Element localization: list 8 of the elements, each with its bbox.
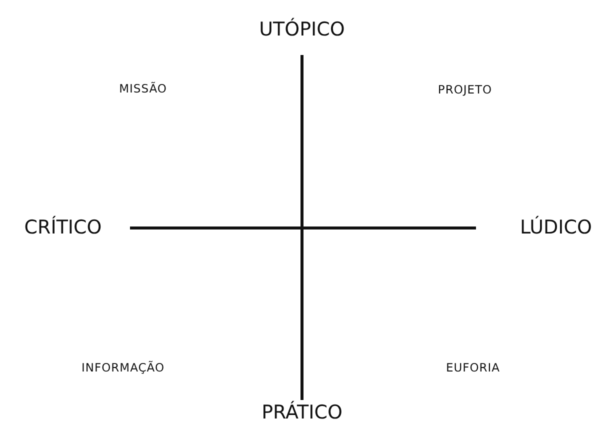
axis-label: LÚDICO bbox=[520, 218, 592, 238]
axis-label: UTÓPICO bbox=[259, 20, 345, 40]
axis-label: PRÁTICO bbox=[262, 402, 342, 424]
quadrant-label: PROJETO bbox=[438, 84, 492, 96]
quadrant-label: EUFORIA bbox=[446, 362, 500, 374]
quadrant-label: INFORMAÇÃO bbox=[82, 362, 164, 374]
axis-label: CRÍTICO bbox=[24, 218, 102, 238]
quadrant-label: MISSÃO bbox=[119, 82, 167, 96]
